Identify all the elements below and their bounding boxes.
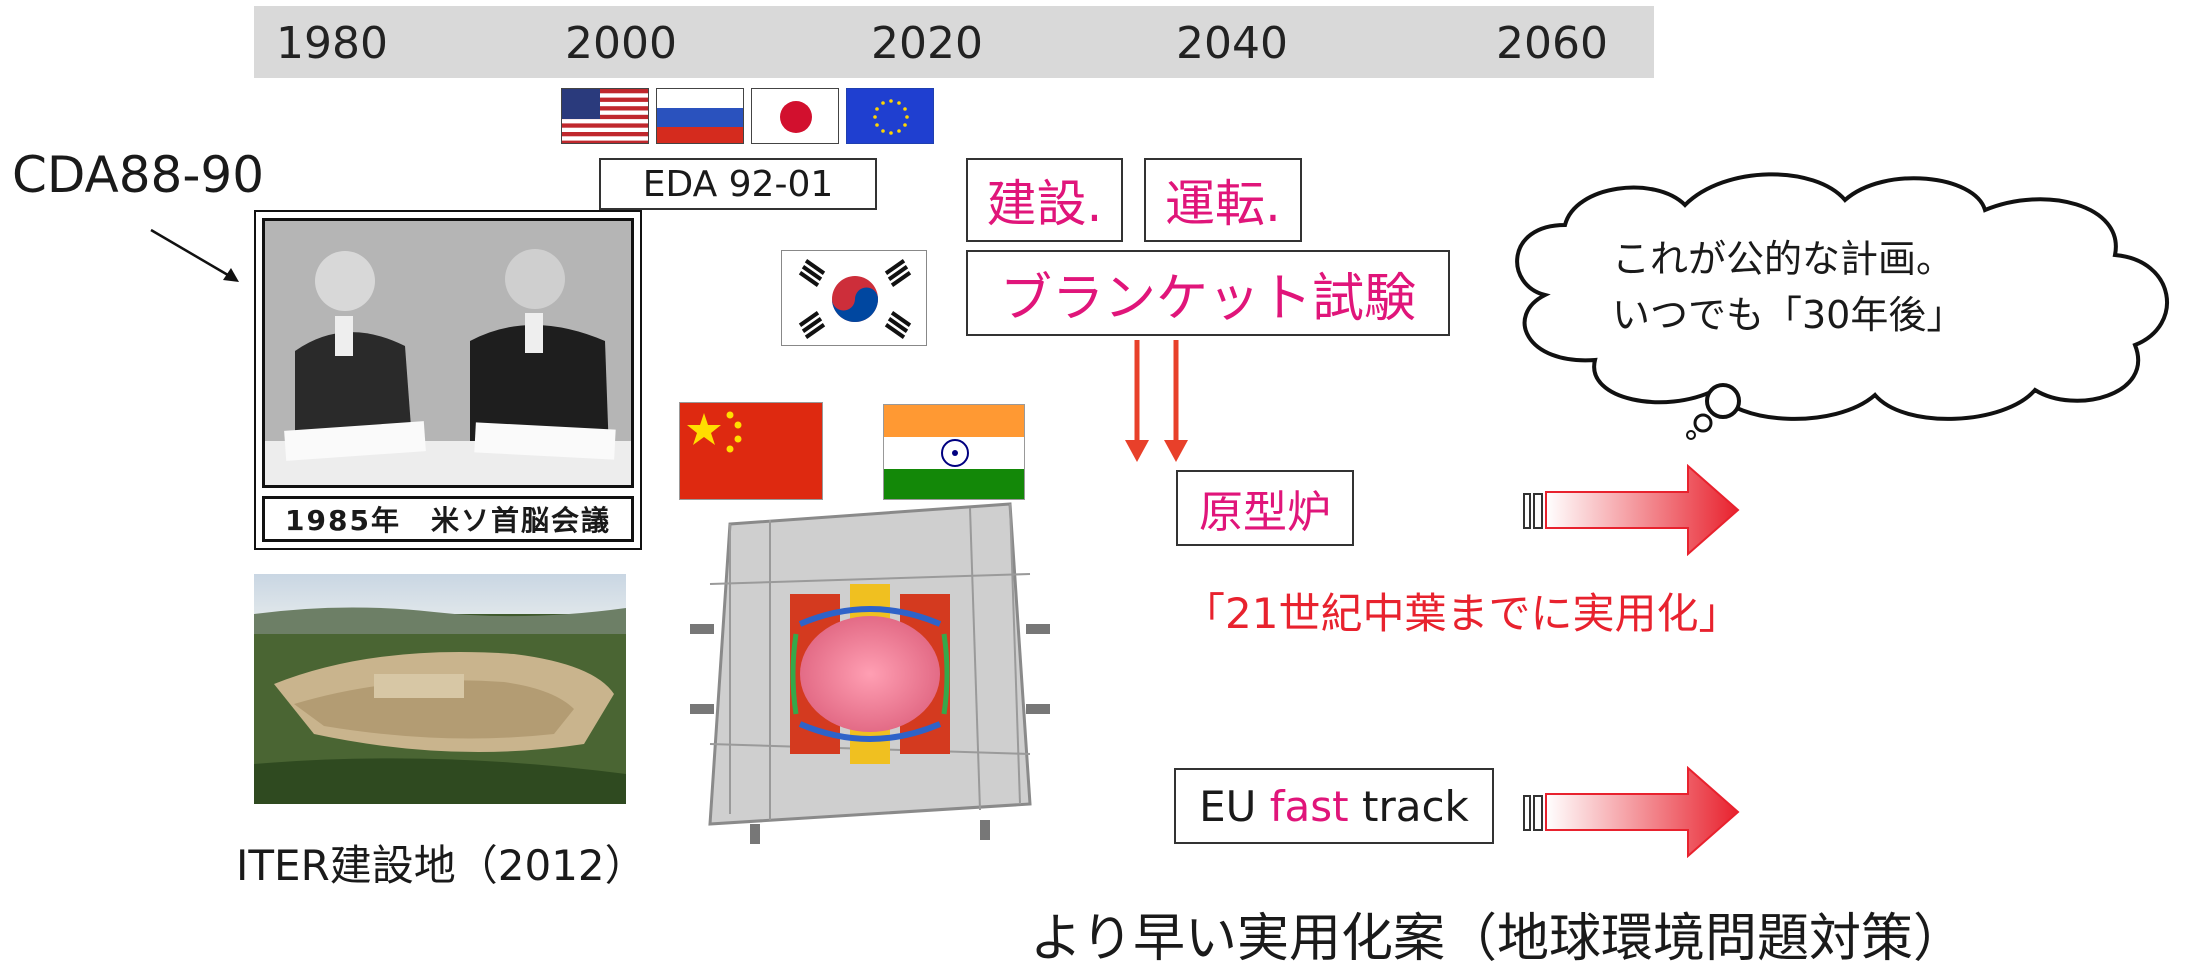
year-label: 2040 <box>1176 18 1288 69</box>
timeline-bar: 1980 2000 2020 2040 2060 <box>254 6 1654 78</box>
usa-flag-icon <box>561 88 649 144</box>
year-label: 2000 <box>565 18 677 69</box>
thought-bubble-line1: これが公的な計画。 <box>1612 237 1955 281</box>
eu-fast-track-box: EU fast track <box>1174 768 1494 844</box>
eu-track-word: track <box>1361 781 1469 831</box>
operation-box: 運転. <box>1144 158 1302 242</box>
eu-fast-word: fast <box>1269 781 1349 831</box>
year-label: 2020 <box>871 18 983 69</box>
prototype-arrow-icon <box>1523 464 1740 556</box>
china-flag-icon <box>679 402 823 500</box>
eu-prefix: EU <box>1199 781 1257 831</box>
japan-flag-icon <box>751 88 839 144</box>
summit-photo-caption-box: 1985年 米ソ首脳会議 <box>262 496 634 542</box>
iter-tokamak-illustration <box>690 502 1050 844</box>
down-arrows <box>1125 340 1188 462</box>
pointer-arrow <box>150 228 239 282</box>
prototype-quote: 「21世紀中葉までに実用化」 <box>1183 589 1741 638</box>
eda-box: EDA 92-01 <box>599 158 877 210</box>
year-label: 2060 <box>1496 18 1608 69</box>
construction-label: 建設. <box>986 175 1103 233</box>
eu-flag-icon <box>846 88 934 144</box>
blanket-test-label: ブランケット試験 <box>999 268 1416 329</box>
cda-label: CDA88-90 <box>12 146 265 204</box>
korea-flag-icon <box>781 250 927 346</box>
year-label: 1980 <box>276 18 388 69</box>
summit-photo-frame: 1985年 米ソ首脳会議 <box>254 210 642 550</box>
iter-site-photo <box>254 574 626 804</box>
early-commercialization-caption: より早い実用化案（地球環境問題対策） <box>1030 909 1965 969</box>
operation-label: 運転. <box>1165 175 1281 233</box>
blanket-test-box: ブランケット試験 <box>966 250 1450 336</box>
iter-site-caption: ITER建設地（2012） <box>236 841 647 890</box>
construction-box: 建設. <box>966 158 1123 242</box>
eda-label: EDA 92-01 <box>642 163 834 205</box>
prototype-label: 原型炉 <box>1199 487 1331 538</box>
prototype-box: 原型炉 <box>1176 470 1354 546</box>
eu-fast-track-arrow-icon <box>1523 766 1740 858</box>
russia-flag-icon <box>656 88 744 144</box>
india-flag-icon <box>883 404 1025 500</box>
thought-bubble-line2: いつでも「30年後」 <box>1612 293 1965 337</box>
summit-photo <box>262 218 634 488</box>
thought-bubble <box>1515 172 2170 440</box>
summit-photo-caption: 1985年 米ソ首脳会議 <box>285 504 611 537</box>
